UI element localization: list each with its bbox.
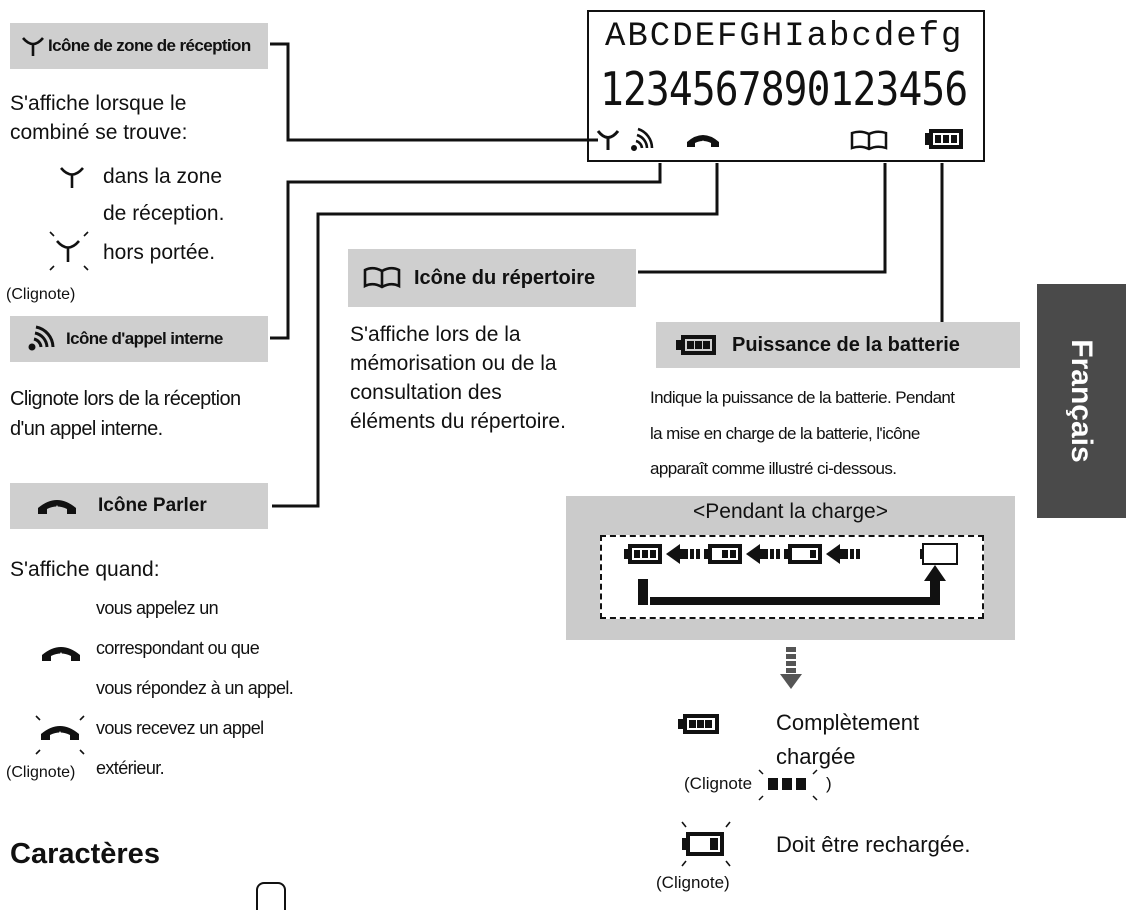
reception-item-1a: dans la zone: [103, 165, 223, 188]
intercom-header: Icône d'appel interne: [10, 316, 268, 362]
talk-icon: [687, 135, 719, 147]
battery-recharge-label: Doit être rechargée.: [776, 832, 971, 857]
language-tab-label: Français: [1065, 339, 1098, 463]
battery-empty-icon: [920, 543, 958, 565]
battery-low-blink-label: (Clignote): [656, 873, 730, 892]
arrow-left-icon: [746, 544, 780, 564]
battery-bars-blink-icon: [758, 769, 818, 801]
arrow-left-icon: [826, 544, 860, 564]
lcd-row-digits: 1234567890123456: [600, 62, 968, 116]
battery-desc-3: apparaît comme illustré ci-dessous.: [650, 459, 897, 478]
line-intercom: [270, 163, 662, 340]
battery-icon: [925, 129, 963, 149]
directory-title: Icône du répertoire: [414, 266, 596, 289]
talk-line-4: vous recevez un appel: [96, 718, 264, 738]
battery-title: Puissance de la batterie: [732, 333, 960, 356]
line-reception: [270, 42, 598, 142]
key-icon-fragment: [256, 882, 286, 910]
battery-full-blink-close: ): [826, 774, 832, 793]
reception-item-1b: de réception.: [103, 202, 225, 225]
intercom-icon: [28, 325, 55, 351]
battery-desc-2: la mise en charge de la batterie, l'icôn…: [650, 424, 920, 443]
arrow-down-icon: [780, 647, 802, 689]
directory-header: Icône du répertoire: [348, 249, 636, 307]
talk-icon: [42, 647, 80, 661]
line-talk: [272, 163, 719, 508]
talk-header: Icône Parler: [10, 483, 268, 529]
return-arrow-icon: [638, 565, 946, 605]
reception-blink-label: (Clignote): [6, 286, 76, 303]
antenna-icon: [60, 167, 84, 188]
battery-desc-1: Indique la puissance de la batterie. Pen…: [650, 388, 955, 407]
battery-icon: [676, 335, 716, 355]
intercom-desc-1: Clignote lors de la réception: [10, 388, 241, 410]
battery-full-icon: [624, 544, 662, 564]
talk-intro: S'affiche quand:: [10, 558, 160, 581]
talk-line-5: extérieur.: [96, 758, 165, 778]
battery-full-label-2: chargée: [776, 744, 856, 769]
language-tab: Français: [1037, 284, 1126, 518]
line-directory: [638, 163, 887, 274]
book-icon: [850, 130, 888, 151]
talk-blink-icon: [35, 715, 85, 755]
intercom-desc-2: d'un appel interne.: [10, 418, 163, 440]
intercom-title: Icône d'appel interne: [66, 329, 223, 348]
talk-blink-label: (Clignote): [6, 764, 76, 781]
antenna-icon: [22, 37, 44, 56]
battery-full-label-1: Complètement: [776, 710, 920, 735]
antenna-icon: [596, 130, 620, 150]
battery-one-icon: [784, 544, 822, 564]
battery-header: Puissance de la batterie: [656, 322, 1020, 368]
reception-desc-2: combiné se trouve:: [10, 121, 188, 144]
battery-low-blink-icon: [681, 821, 731, 867]
book-icon: [363, 266, 401, 289]
charging-title: <Pendant la charge>: [693, 500, 888, 523]
directory-desc-3: consultation des: [350, 381, 502, 404]
talk-line-1: vous appelez un: [96, 598, 219, 618]
reception-title: Icône de zone de réception: [48, 36, 251, 55]
directory-desc-4: éléments du répertoire.: [350, 410, 566, 433]
talk-title: Icône Parler: [98, 495, 207, 516]
reception-desc-1: S'affiche lorsque le: [10, 92, 187, 115]
lcd-icon-row: [596, 127, 963, 151]
arrow-left-icon: [666, 544, 700, 564]
battery-two-icon: [704, 544, 742, 564]
battery-full-blink-open: (Clignote: [684, 774, 753, 793]
battery-full-icon: [678, 714, 719, 734]
lcd-row-letters: ABCDEFGHIabcdefg: [605, 18, 964, 56]
reception-header: Icône de zone de réception: [10, 23, 268, 69]
reception-item-2: hors portée.: [103, 241, 216, 264]
intercom-icon: [631, 127, 654, 151]
directory-desc-1: S'affiche lors de la: [350, 323, 521, 346]
charging-sequence: [624, 543, 958, 605]
lcd-display: [587, 10, 985, 162]
directory-desc-2: mémorisation ou de la: [350, 352, 557, 375]
talk-icon: [38, 500, 76, 514]
antenna-blink-icon: [49, 231, 89, 271]
section-heading: Caractères: [10, 838, 160, 870]
talk-line-2: correspondant ou que: [96, 638, 260, 658]
talk-line-3: vous répondez à un appel.: [96, 678, 294, 698]
